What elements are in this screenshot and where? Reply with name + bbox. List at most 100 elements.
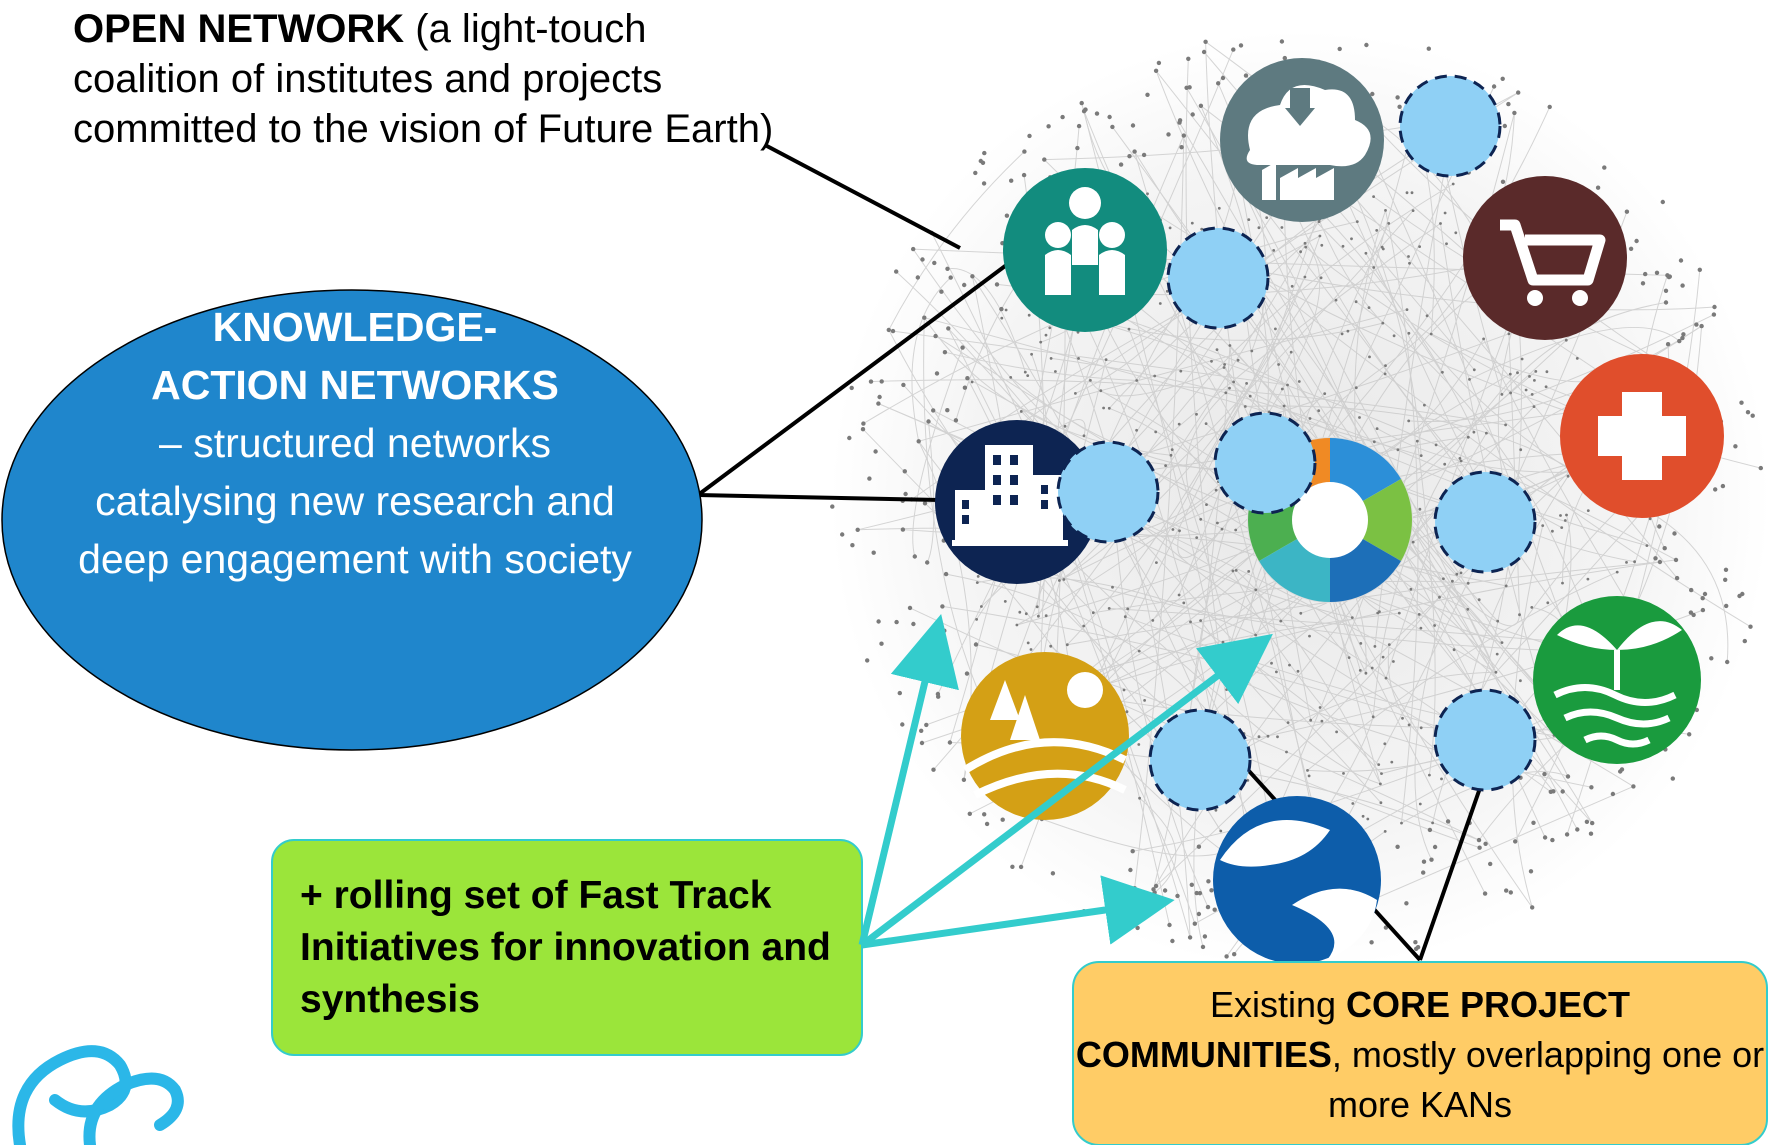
network-node — [1395, 844, 1400, 849]
network-node — [1320, 243, 1324, 247]
network-node — [1418, 802, 1422, 806]
network-node — [1010, 864, 1015, 869]
water-food-energy-nexus-icon[interactable] — [1003, 168, 1167, 332]
network-node — [1516, 90, 1521, 95]
network-node — [1419, 454, 1423, 457]
network-node — [1340, 332, 1344, 336]
emissions-factory-icon[interactable] — [1220, 58, 1384, 222]
network-edge — [1245, 405, 1599, 488]
network-node — [1383, 830, 1387, 833]
network-node — [879, 379, 884, 384]
network-edge — [1414, 581, 1453, 860]
network-node — [1122, 688, 1126, 692]
network-node — [1165, 289, 1169, 293]
network-node — [830, 504, 835, 509]
network-node — [919, 728, 924, 733]
network-node — [877, 394, 882, 400]
network-node — [1496, 619, 1500, 623]
network-node — [1429, 857, 1434, 862]
network-node — [871, 550, 876, 555]
network-node — [1156, 60, 1162, 66]
network-node — [1723, 567, 1729, 572]
network-node — [1723, 577, 1728, 582]
network-node — [1694, 322, 1699, 327]
network-node — [1337, 46, 1342, 52]
network-node — [1520, 357, 1524, 361]
network-node — [1320, 719, 1324, 723]
network-node — [1358, 669, 1362, 672]
network-node — [920, 257, 925, 262]
shopping-cart-icon[interactable] — [1463, 176, 1627, 340]
network-node — [1443, 462, 1447, 466]
network-node — [1151, 619, 1155, 622]
network-node — [1702, 591, 1708, 597]
network-node — [1125, 710, 1129, 714]
network-node — [933, 333, 938, 339]
finance-icon[interactable] — [1213, 796, 1381, 964]
health-cross-icon[interactable] — [1560, 354, 1724, 518]
network-node — [1507, 332, 1511, 336]
network-node — [1688, 610, 1694, 615]
network-node — [1381, 655, 1385, 659]
network-node — [970, 380, 974, 384]
network-node — [1247, 570, 1251, 573]
network-node — [1153, 374, 1157, 378]
network-node — [1500, 76, 1505, 82]
network-node — [1397, 611, 1401, 615]
network-node — [1545, 370, 1549, 374]
network-node — [984, 821, 990, 827]
network-node — [1407, 723, 1411, 727]
network-node — [1228, 344, 1232, 347]
network-node — [1044, 333, 1048, 337]
fast-track-arrow-2 — [859, 633, 1273, 948]
network-node — [1234, 569, 1238, 572]
network-edge — [935, 335, 1497, 673]
natural-assets-icon[interactable] — [961, 652, 1129, 820]
network-node — [1282, 404, 1286, 408]
network-node — [1214, 488, 1218, 492]
network-node — [1452, 648, 1456, 652]
network-node — [867, 476, 872, 481]
network-node — [1561, 581, 1564, 585]
network-node — [1533, 379, 1536, 382]
network-node — [1421, 870, 1426, 875]
network-node — [1595, 185, 1601, 190]
network-node — [973, 170, 978, 176]
network-node — [1179, 369, 1183, 373]
network-node — [1586, 577, 1590, 581]
network-node — [1094, 111, 1100, 116]
core-project-circle — [1166, 226, 1270, 330]
network-node — [1022, 149, 1027, 154]
network-node — [1319, 276, 1323, 280]
network-node — [1204, 422, 1208, 425]
network-node — [1483, 841, 1488, 846]
network-edge — [937, 49, 1234, 695]
network-edge — [870, 379, 1506, 426]
urban-buildings-icon[interactable] — [935, 420, 1099, 584]
network-node — [1099, 389, 1103, 393]
network-node — [840, 532, 845, 537]
knowledge-action-networks-ellipse — [1, 289, 703, 751]
network-node — [1372, 195, 1375, 199]
network-node — [1423, 403, 1426, 407]
network-node — [1205, 503, 1208, 506]
network-node — [1190, 221, 1194, 225]
network-node — [912, 554, 917, 559]
network-node — [1369, 940, 1374, 945]
network-node — [1170, 938, 1175, 944]
network-node — [1366, 817, 1370, 821]
network-node — [1127, 327, 1131, 331]
network-node — [1506, 101, 1511, 107]
network-node — [1477, 598, 1481, 602]
network-node — [1019, 410, 1023, 413]
network-node — [1137, 743, 1141, 746]
network-node — [1564, 832, 1570, 837]
network-node — [1681, 332, 1686, 337]
network-node — [1518, 613, 1521, 617]
network-node — [1615, 570, 1619, 574]
network-node — [946, 326, 951, 331]
ocean-waves-icon[interactable] — [1533, 596, 1701, 764]
core-project-circle — [1398, 74, 1502, 178]
network-node — [1181, 133, 1187, 138]
network-node — [1500, 641, 1504, 644]
